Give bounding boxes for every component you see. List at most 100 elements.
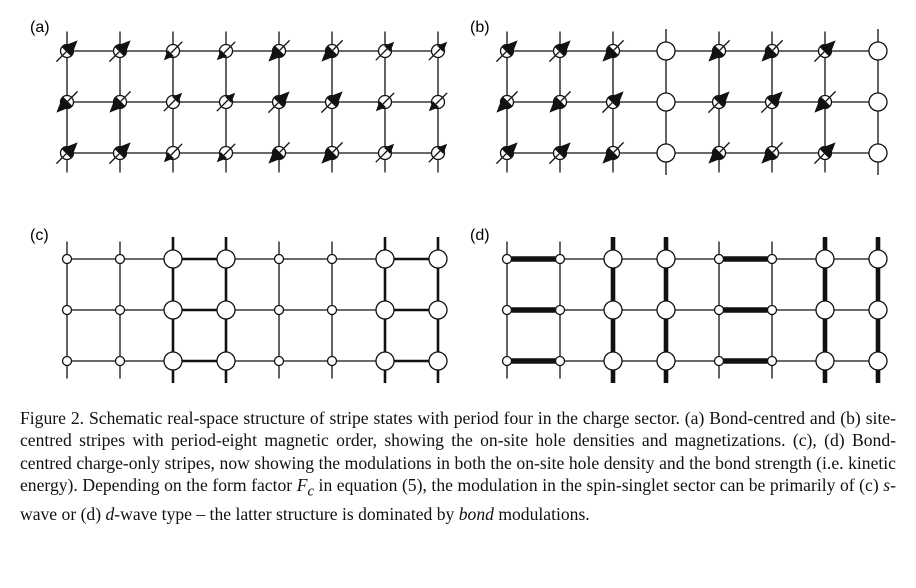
low-density-site — [554, 253, 566, 265]
low-density-site — [713, 304, 725, 316]
caption-text-1: Schematic real-space structure of stripe… — [20, 408, 896, 496]
panel-d-label: (d) — [470, 227, 490, 244]
panel-a: (a) — [30, 14, 460, 184]
spin-arrow — [761, 141, 784, 164]
spin-arrow — [109, 90, 132, 113]
spin-arrow — [428, 41, 448, 61]
caption-text-4: -wave type – the latter structure is dom… — [114, 504, 459, 525]
spin-arrow — [761, 39, 784, 62]
low-density-site — [326, 304, 338, 316]
spin-arrow — [760, 91, 783, 114]
spin-arrow — [707, 91, 730, 114]
hole-site — [868, 92, 888, 112]
high-density-site — [163, 249, 183, 269]
spin-arrow — [268, 141, 291, 164]
spin-arrow — [267, 91, 290, 114]
panel-a-lattice: (a) — [30, 19, 448, 173]
figure-label: Figure 2. — [20, 408, 85, 428]
s-wave-italic: s — [883, 475, 891, 496]
high-density-site — [868, 351, 888, 371]
high-density-site — [216, 249, 236, 269]
low-density-site — [713, 355, 725, 367]
form-factor-subscript: c — [307, 483, 314, 500]
spin-arrow — [216, 41, 236, 61]
low-density-site — [326, 253, 338, 265]
spin-arrow — [813, 142, 836, 165]
bond-italic: bond — [458, 504, 494, 525]
high-density-site — [375, 351, 395, 371]
high-density-site — [428, 249, 448, 269]
low-density-site — [61, 253, 73, 265]
spin-arrow — [602, 141, 625, 164]
spin-arrow — [375, 92, 395, 112]
panel-d: (d) — [470, 222, 900, 392]
spin-arrow — [320, 91, 343, 114]
hole-site — [656, 143, 676, 163]
low-density-site — [501, 355, 513, 367]
high-density-site — [163, 300, 183, 320]
low-density-site — [766, 304, 778, 316]
low-density-site — [114, 253, 126, 265]
panel-a-label: (a) — [30, 19, 50, 36]
high-density-site — [428, 351, 448, 371]
low-density-site — [273, 304, 285, 316]
panel-b: (b) — [470, 14, 900, 184]
spin-arrow — [216, 143, 236, 163]
low-density-site — [554, 304, 566, 316]
high-density-site — [603, 351, 623, 371]
panel-b-lattice: (b) — [470, 19, 888, 175]
high-density-site — [216, 300, 236, 320]
panel-d-lattice: (d) — [470, 227, 888, 383]
spin-arrow — [268, 39, 291, 62]
high-density-site — [656, 249, 676, 269]
low-density-site — [501, 304, 513, 316]
panel-b-label: (b) — [470, 19, 490, 36]
spin-arrow — [708, 141, 731, 164]
high-density-site — [656, 351, 676, 371]
hole-site — [868, 41, 888, 61]
spin-arrow — [163, 143, 183, 163]
panel-c: (c) — [30, 222, 460, 392]
high-density-site — [163, 351, 183, 371]
high-density-site — [815, 249, 835, 269]
form-factor-symbol: F — [296, 475, 308, 496]
high-density-site — [656, 300, 676, 320]
low-density-site — [61, 355, 73, 367]
high-density-site — [375, 300, 395, 320]
spin-arrow — [708, 39, 731, 62]
hole-site — [656, 92, 676, 112]
spin-arrow — [163, 92, 183, 112]
low-density-site — [766, 253, 778, 265]
spin-arrow — [549, 90, 572, 113]
high-density-site — [603, 249, 623, 269]
spin-arrow — [428, 92, 448, 112]
low-density-site — [273, 355, 285, 367]
low-density-site — [273, 253, 285, 265]
caption-text-3: -wave or (d) — [20, 475, 896, 525]
spin-arrow — [428, 143, 448, 163]
hole-site — [656, 41, 676, 61]
spin-arrow — [813, 40, 836, 63]
spin-arrow — [375, 143, 395, 163]
low-density-site — [114, 355, 126, 367]
low-density-site — [554, 355, 566, 367]
spin-arrow — [321, 39, 344, 62]
figure-caption: Figure 2. Schematic real-space structure… — [20, 407, 896, 526]
low-density-site — [766, 355, 778, 367]
spin-arrow — [56, 90, 79, 113]
spin-arrow — [55, 142, 78, 165]
low-density-site — [61, 304, 73, 316]
spin-arrow — [814, 90, 837, 113]
panel-c-lattice: (c) — [30, 227, 448, 383]
spin-arrow — [163, 41, 183, 61]
high-density-site — [603, 300, 623, 320]
spin-arrow — [321, 141, 344, 164]
high-density-site — [815, 351, 835, 371]
high-density-site — [216, 351, 236, 371]
spin-arrow — [602, 39, 625, 62]
low-density-site — [114, 304, 126, 316]
high-density-site — [815, 300, 835, 320]
spin-arrow — [216, 92, 236, 112]
high-density-site — [428, 300, 448, 320]
spin-arrow — [108, 40, 131, 63]
